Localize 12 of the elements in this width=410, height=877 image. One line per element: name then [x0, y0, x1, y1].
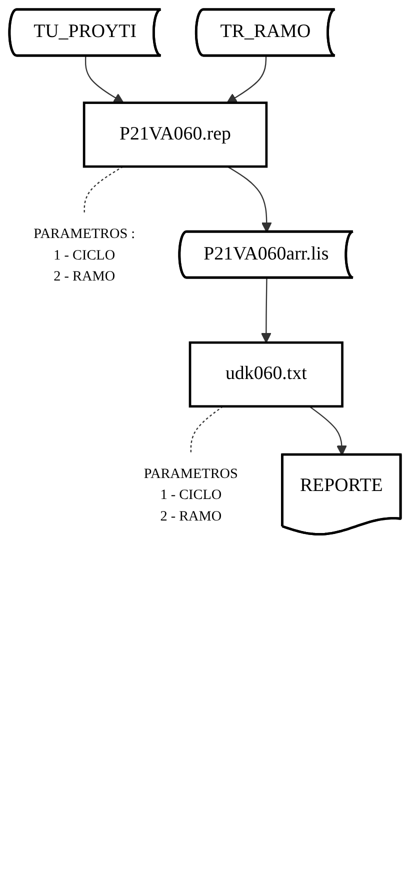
connector [190, 406, 224, 454]
node-box [82, 102, 268, 168]
node-box [188, 341, 344, 408]
node-text: PARAMETROS 1 - CICLO 2 - RAMO [144, 464, 238, 524]
arrow [260, 278, 272, 344]
arrow [226, 56, 267, 104]
connector [84, 166, 124, 214]
arrow [84, 56, 124, 104]
flowchart: TU_PROYTI TR_RAMO P21VA060.rep PARAMETROS : 1 - CICLO 2 - RAMO P21VA060arr.lis udk060.txt PARAMETROS 1 - CICLO 2 - RAMO REPORTE [0, 0, 410, 545]
arrow [227, 166, 272, 233]
node-text: PARAMETROS : 1 - CICLO 2 - RAMO [34, 225, 136, 284]
arrow [309, 406, 347, 456]
